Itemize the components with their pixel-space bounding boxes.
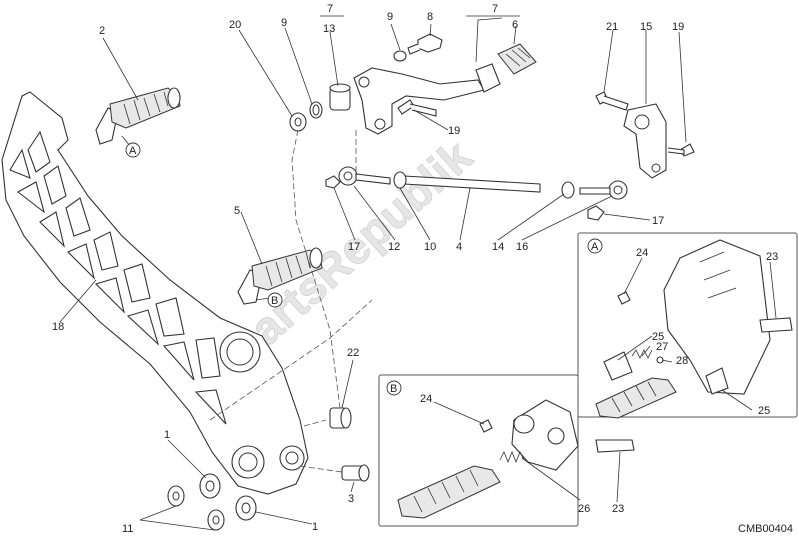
washer-11-bottom [207, 509, 225, 531]
callout-1-bottom: 1 [312, 521, 318, 533]
bushing-1-bottom [235, 495, 257, 521]
ref-mark-a-label: A [129, 145, 137, 157]
callout-8: 8 [427, 11, 433, 23]
gearshift-arm [623, 103, 667, 179]
callout-25-a: 25 [652, 331, 664, 343]
callout-2: 2 [99, 25, 105, 37]
callout-17-left: 17 [348, 241, 360, 253]
callout-13: 13 [323, 23, 335, 35]
callout-19-right: 19 [672, 21, 684, 33]
callout-16: 16 [516, 241, 528, 253]
detail-view-b: B [378, 374, 635, 527]
detail-b-marker: B [390, 383, 397, 395]
callout-12: 12 [388, 241, 400, 253]
rod-end-12 [338, 166, 391, 186]
callout-1-top: 1 [164, 429, 170, 441]
bolt-19 [397, 99, 437, 117]
callout-14: 14 [492, 241, 504, 253]
ref-mark-a: A [125, 142, 141, 158]
callout-10: 10 [424, 241, 436, 253]
callout-19: 19 [448, 125, 460, 137]
callout-3: 3 [348, 493, 354, 505]
footpeg-upper [95, 87, 181, 145]
callout-24-a: 24 [636, 247, 648, 259]
washer-20 [289, 112, 307, 132]
callout-7-left: 7 [327, 3, 333, 15]
callout-6: 6 [512, 19, 518, 31]
callout-23-a: 23 [766, 251, 778, 263]
callout-17-right: 17 [652, 215, 664, 227]
detail-b-marker-circle [386, 380, 402, 396]
callout-25-b: 25 [758, 405, 770, 417]
callout-11: 11 [122, 523, 133, 535]
callout-24-b: 24 [420, 393, 432, 405]
detail-a-marker: A [591, 241, 599, 253]
bolt-21 [595, 91, 629, 111]
gear-pedal-rubber [497, 43, 537, 75]
nut-17-right [587, 205, 605, 221]
clip-9-top [393, 50, 407, 62]
bolt-19-right [667, 143, 695, 157]
callout-4: 4 [456, 241, 462, 253]
rod-end-16 [579, 180, 628, 200]
callout-28: 28 [676, 355, 688, 367]
gear-lever [353, 63, 501, 135]
callout-26: 26 [578, 503, 590, 515]
bushing-13 [329, 83, 351, 111]
callout-22: 22 [347, 347, 359, 359]
pin-8 [407, 33, 443, 55]
bushing-1-top [199, 473, 221, 499]
nut-17-left [325, 175, 341, 189]
leader-lines [59, 17, 777, 531]
callout-9-top: 9 [387, 11, 393, 23]
callout-15: 15 [640, 21, 652, 33]
detail-a-marker-circle [587, 238, 603, 254]
footrest-bracket [1, 91, 309, 495]
circlip-9 [309, 101, 323, 119]
callout-7-right: 7 [492, 3, 498, 15]
diagram-code: CMB00404 [738, 523, 793, 535]
callout-18: 18 [52, 321, 64, 333]
spacer-3 [341, 464, 370, 482]
washer-11-top [167, 485, 185, 507]
callout-20: 20 [229, 19, 241, 31]
footpeg-lower [237, 247, 323, 305]
spacer-22 [329, 407, 352, 429]
callout-21: 21 [606, 21, 618, 33]
ref-mark-b: B [267, 292, 283, 308]
ref-mark-b-label: B [271, 295, 278, 307]
callout-9-left: 9 [281, 17, 287, 29]
detail-view-a: A [577, 232, 798, 419]
callouts: 2 20 9 7 13 9 8 7 6 21 15 19 19 5 18 17 … [52, 3, 778, 535]
callout-5: 5 [234, 205, 240, 217]
assembly-lines [209, 129, 373, 473]
callout-27: 27 [656, 341, 668, 353]
callout-23-b: 23 [612, 503, 624, 515]
